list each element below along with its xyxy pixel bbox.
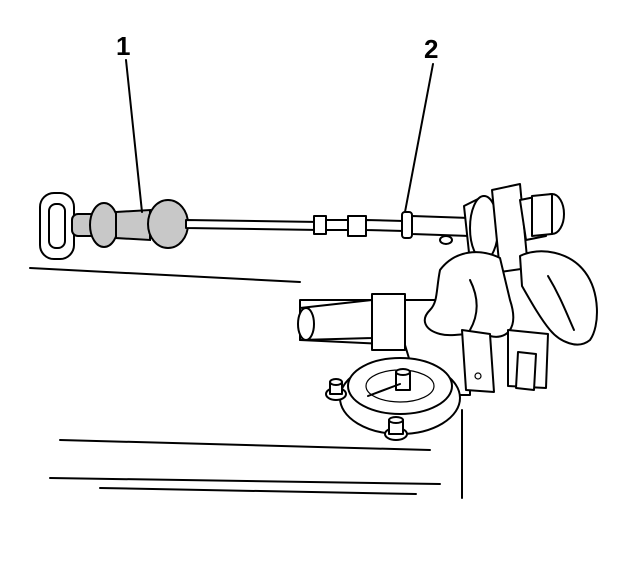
slide-hammer xyxy=(39,192,405,260)
work-surface xyxy=(29,267,463,499)
leader-lines xyxy=(125,59,434,213)
callout-2: 2 xyxy=(424,34,438,64)
shop-cloth xyxy=(423,250,598,346)
bolt-left xyxy=(325,378,347,401)
callout-1: 1 xyxy=(116,31,130,61)
bolt-front xyxy=(384,416,408,441)
mounting-flange xyxy=(325,357,461,441)
puller-adapter xyxy=(401,183,565,273)
side-brackets xyxy=(461,329,549,393)
